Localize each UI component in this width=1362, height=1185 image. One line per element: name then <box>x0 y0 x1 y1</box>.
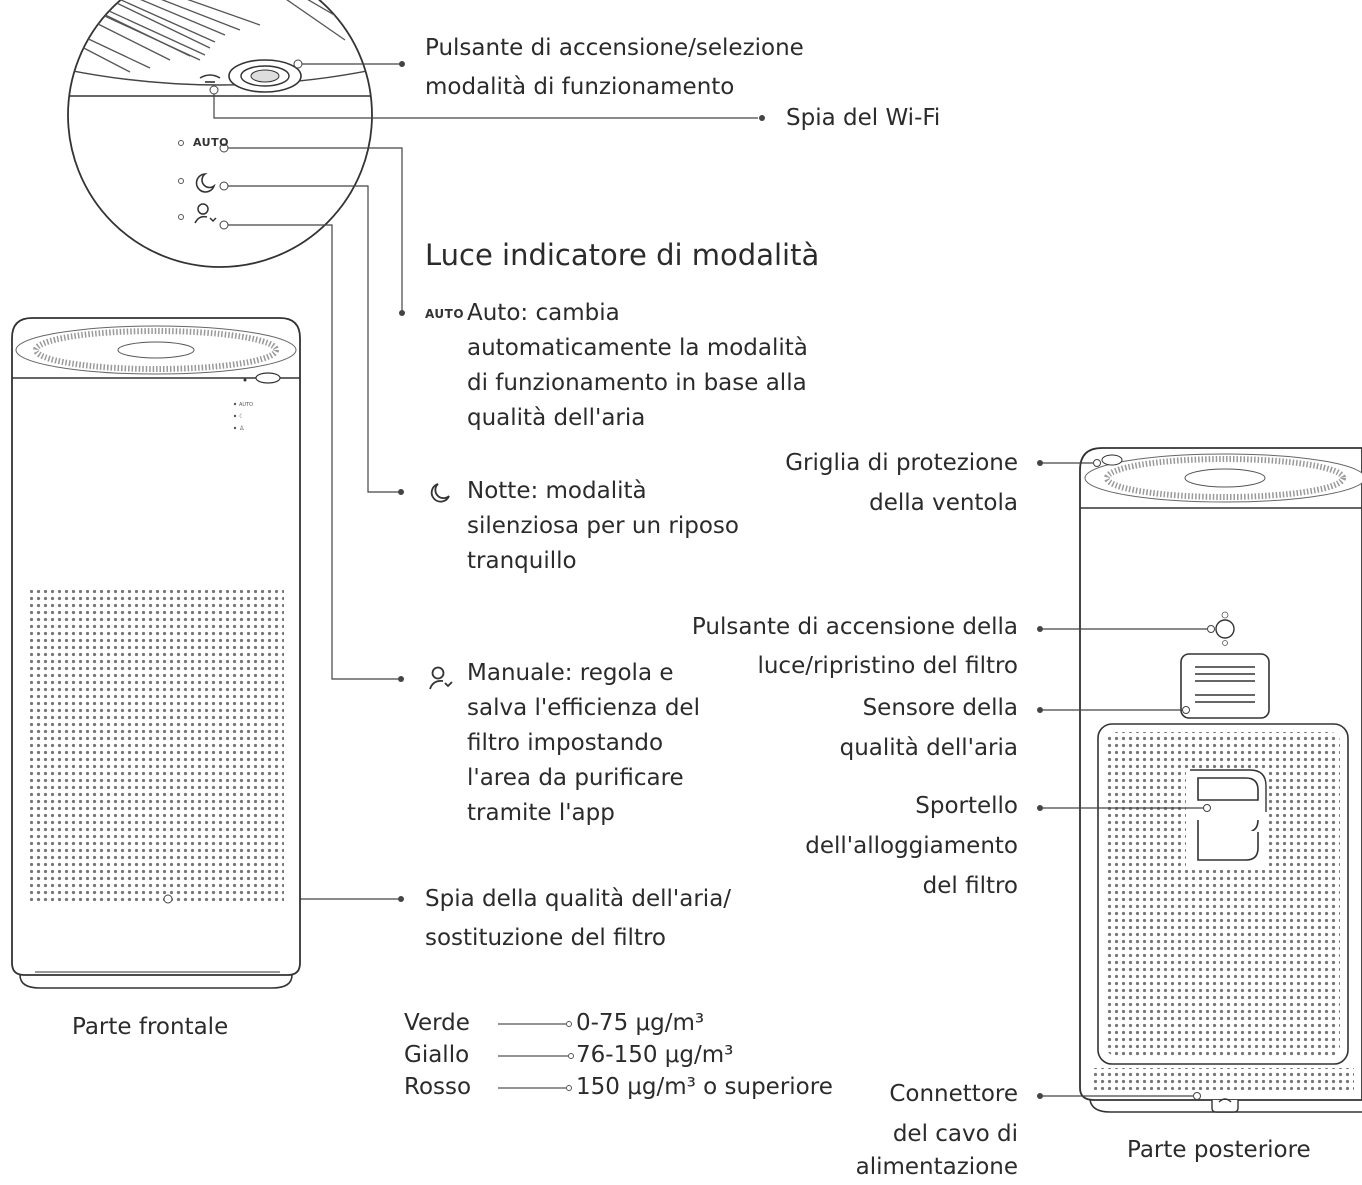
wifi-label: Spia del Wi-Fi <box>786 105 941 131</box>
air-quality-label-line2: sostituzione del filtro <box>425 925 666 951</box>
svg-text:AUTO: AUTO <box>239 402 253 408</box>
user-heart-icon <box>429 666 453 690</box>
legend-red-name: Rosso <box>404 1074 472 1100</box>
power-button-label-line2: modalità di funzionamento <box>425 74 735 100</box>
front-caption: Parte frontale <box>72 1014 229 1040</box>
manual-description: Manuale: regola e salva l'efficienza del… <box>467 660 700 826</box>
legend-green-range: 0-75 μg/m³ <box>576 1010 705 1036</box>
air-quality-label-line1: Spia della qualità dell'aria/ <box>425 886 732 912</box>
legend-green-name: Verde <box>404 1010 470 1036</box>
back-callout-lines <box>1040 462 1207 1097</box>
sensor-label-line1: Sensore della <box>862 695 1018 721</box>
svg-text:♙: ♙ <box>239 425 244 432</box>
power-connector-label-line3: alimentazione <box>855 1154 1018 1180</box>
legend-red-range: 150 μg/m³ o superiore <box>576 1074 833 1100</box>
legend-yellow-name: Giallo <box>404 1042 470 1068</box>
back-caption: Parte posteriore <box>1127 1137 1311 1163</box>
fan-grille-label-line2: della ventola <box>869 490 1018 516</box>
legend-lines <box>498 1023 568 1089</box>
auto-badge: AUTO <box>425 307 465 321</box>
svg-text:☾: ☾ <box>239 413 244 420</box>
light-button-label-line1: Pulsante di accensione della <box>691 614 1018 640</box>
zoom-panel <box>67 0 373 268</box>
sensor-label-line2: qualità dell'aria <box>839 735 1018 761</box>
legend-yellow-range: 76-150 μg/m³ <box>576 1042 734 1068</box>
filter-door-label-line1: Sportello <box>915 793 1018 819</box>
callout-dots <box>398 61 765 902</box>
auto-description: Auto: cambia automaticamente la modalità… <box>467 300 808 431</box>
back-unit <box>1079 447 1362 1113</box>
filter-door-label-line3: del filtro <box>922 873 1018 899</box>
light-button-label-line2: luce/ripristino del filtro <box>757 653 1018 679</box>
fan-grille-label-line1: Griglia di protezione <box>785 450 1018 476</box>
modes-title: Luce indicatore di modalità <box>425 238 820 272</box>
night-description: Notte: modalità silenziosa per un riposo… <box>467 478 739 574</box>
power-button-label-line1: Pulsante di accensione/selezione <box>425 35 804 61</box>
zoom-auto-label: AUTO <box>193 136 229 149</box>
front-unit: AUTO ☾ ♙ <box>11 317 301 989</box>
power-connector-label-line2: del cavo di <box>892 1121 1018 1147</box>
filter-door-label-line2: dell'alloggiamento <box>805 833 1018 859</box>
power-connector-label-line1: Connettore <box>889 1081 1018 1107</box>
moon-icon <box>430 483 450 503</box>
